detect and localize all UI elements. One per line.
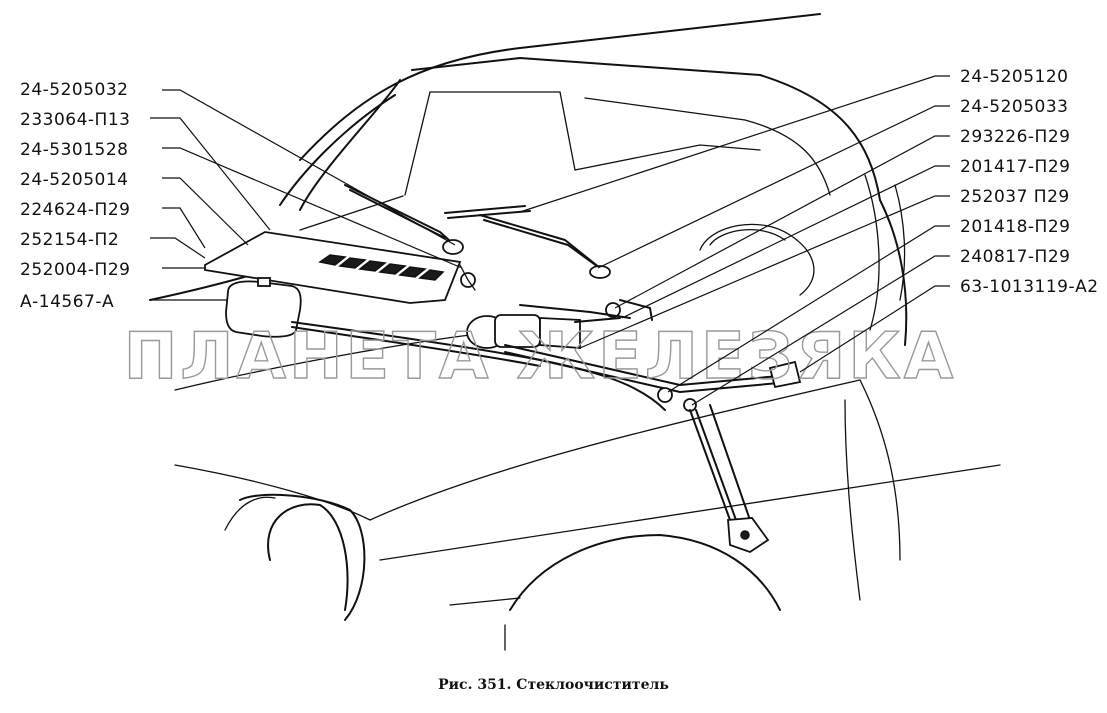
leader-right-8 xyxy=(799,285,950,373)
callout-right-6: 201418-П29 xyxy=(960,217,1070,237)
leader-left-3 xyxy=(162,147,463,269)
callout-right-4: 201417-П29 xyxy=(960,157,1070,177)
callout-right-8: 63-1013119-А2 xyxy=(960,277,1099,297)
callout-right-3: 293226-П29 xyxy=(960,127,1070,147)
leader-right-1 xyxy=(519,75,950,213)
left-callouts: 24-5205032 233064-П13 24-5301528 24-5205… xyxy=(20,80,463,312)
callout-left-3: 24-5301528 xyxy=(20,140,128,160)
leader-right-4 xyxy=(621,165,950,319)
callout-right-1: 24-5205120 xyxy=(960,67,1068,87)
callout-left-1: 24-5205032 xyxy=(20,80,128,100)
callout-left-4: 24-5205014 xyxy=(20,170,128,190)
leader-left-1 xyxy=(162,89,456,246)
car-body-drawing xyxy=(149,13,1001,651)
callout-right-2: 24-5205033 xyxy=(960,97,1068,117)
wiper-mechanism-drawing xyxy=(204,184,802,553)
watermark-text: ПЛАНЕТА ЖЕЛЕЗЯКА xyxy=(124,320,957,394)
leader-right-7 xyxy=(691,255,950,406)
leader-left-2 xyxy=(150,117,271,231)
right-callouts: 24-5205120 24-5205033 293226-П29 201417-… xyxy=(519,67,1099,406)
figure-caption: Рис. 351. Стеклоочиститель xyxy=(438,677,669,693)
callout-right-5: 252037 П29 xyxy=(960,187,1070,207)
leader-right-3 xyxy=(614,135,950,309)
callout-right-7: 240817-П29 xyxy=(960,247,1070,267)
leader-left-6 xyxy=(150,237,206,259)
callout-left-5: 224624-П29 xyxy=(20,200,130,220)
callout-left-6: 252154-П2 xyxy=(20,230,119,250)
leader-right-6 xyxy=(667,225,950,393)
callout-left-2: 233064-П13 xyxy=(20,110,130,130)
leader-left-4 xyxy=(162,177,249,246)
callout-left-8: А-14567-А xyxy=(20,292,114,312)
leader-right-5 xyxy=(579,195,950,349)
leader-right-2 xyxy=(597,105,950,269)
leader-left-5 xyxy=(162,207,206,249)
callout-left-7: 252004-П29 xyxy=(20,260,130,280)
